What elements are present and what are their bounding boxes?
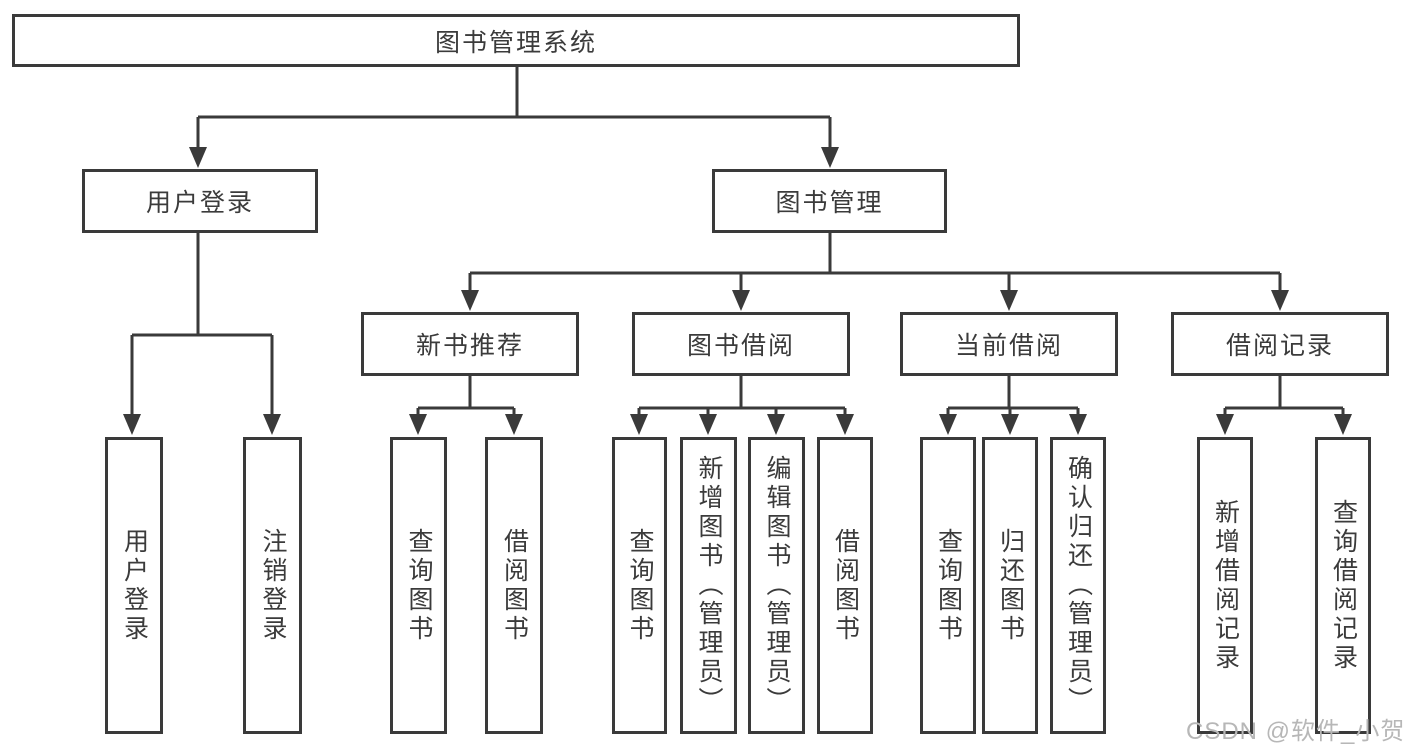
csdn-watermark: CSDN @软件_小贺同学 [1186,718,1405,745]
node-label: 查询图书 [405,527,433,644]
node-label: 借阅图书 [500,527,529,644]
leaf-confirm-return-admin: 确认归还（管理员） [1050,437,1106,734]
leaf-query-books-borrow: 查询图书 [612,437,667,734]
node-label: 新增借阅记录 [1211,498,1240,673]
leaf-logout: 注销登录 [243,437,302,734]
leaf-query-books-current: 查询图书 [920,437,976,734]
node-book-borrow: 图书借阅 [632,312,850,376]
node-user-login: 用户登录 [82,169,318,233]
node-root-system: 图书管理系统 [12,14,1020,67]
node-label: 当前借阅 [954,332,1063,360]
node-borrow-records: 借阅记录 [1171,312,1389,376]
node-label: 归还图书 [996,527,1025,644]
node-label: 查询图书 [934,527,963,644]
node-book-management: 图书管理 [712,169,947,233]
leaf-borrow-books: 借阅图书 [817,437,873,734]
node-label: 查询图书 [626,527,654,644]
node-label: 图书管理 [775,189,884,217]
leaf-query-books-recommend: 查询图书 [390,437,447,734]
leaf-add-books-admin: 新增图书（管理员） [680,437,737,734]
leaf-add-borrow-record: 新增借阅记录 [1197,437,1253,734]
node-current-borrow: 当前借阅 [900,312,1118,376]
node-label: 借阅图书 [831,527,860,644]
node-label: 编辑图书（管理员） [763,455,791,716]
node-label: 确认归还（管理员） [1064,455,1093,716]
leaf-return-books: 归还图书 [982,437,1038,734]
node-label: 用户登录 [120,527,149,644]
node-new-book-recommend: 新书推荐 [361,312,579,376]
leaf-user-login: 用户登录 [105,437,163,734]
arrowheads [123,147,1352,435]
tree-edges [130,67,1345,418]
leaf-query-borrow-record: 查询借阅记录 [1315,437,1371,734]
node-label: 新增图书（管理员） [695,455,723,716]
node-label: 查询借阅记录 [1329,498,1358,673]
leaf-borrow-books-recommend: 借阅图书 [485,437,543,734]
node-label: 图书管理系统 [434,28,597,57]
node-label: 借阅记录 [1225,332,1334,360]
node-label: 图书借阅 [686,332,795,360]
node-label: 用户登录 [145,189,254,217]
leaf-edit-books-admin: 编辑图书（管理员） [748,437,805,734]
node-label: 注销登录 [259,527,287,644]
node-label: 新书推荐 [415,332,524,360]
